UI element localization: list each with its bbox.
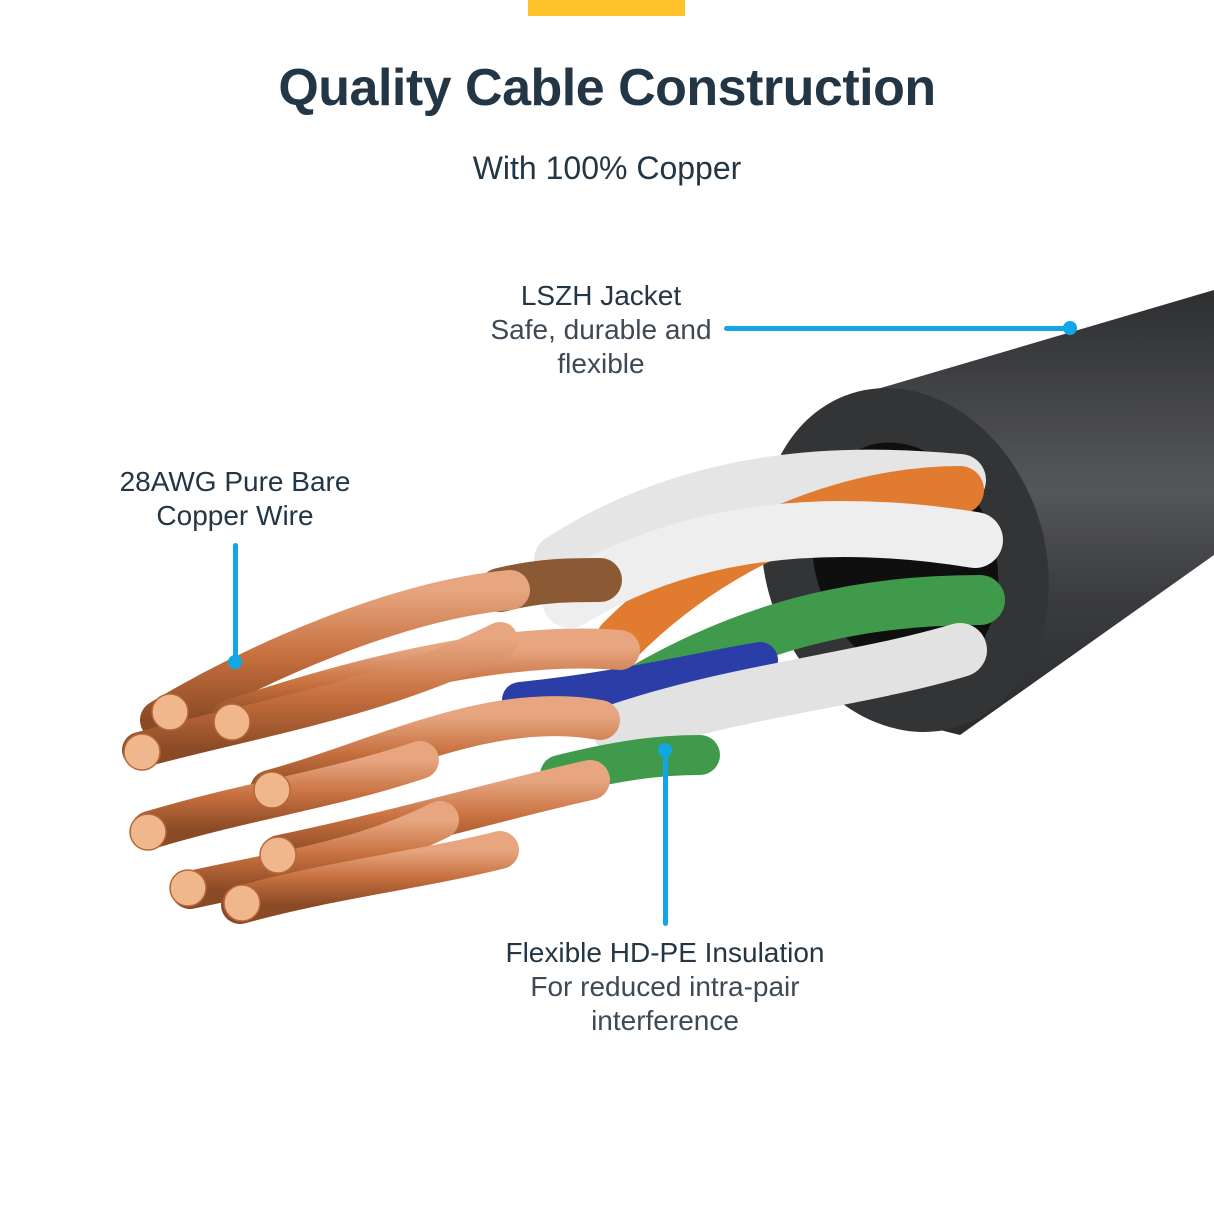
- jacket-title: LSZH Jacket: [520, 280, 682, 311]
- insulation-desc-line1: For reduced intra-pair: [530, 971, 800, 1002]
- copper-strands: [122, 570, 640, 924]
- insulation-desc-line2: interference: [591, 1005, 739, 1036]
- page-title: Quality Cable Construction: [278, 59, 936, 117]
- jacket-callout: LSZH Jacket Safe, durable and flexible: [470, 279, 732, 381]
- copper-ends: [123, 693, 297, 922]
- copper-callout-line: [233, 543, 238, 663]
- accent-bar: [528, 0, 685, 16]
- insulated-wires: [478, 449, 1005, 795]
- insulation-title: Flexible HD-PE Insulation: [505, 937, 825, 968]
- copper-title-line2: Copper Wire: [156, 500, 314, 531]
- copper-callout: 28AWG Pure Bare Copper Wire: [95, 465, 375, 533]
- jacket-callout-dot: [1063, 321, 1077, 335]
- page-subtitle: With 100% Copper: [472, 150, 742, 186]
- insulation-callout-line: [663, 750, 668, 926]
- jacket-callout-line: [724, 326, 1070, 331]
- jacket-desc-line2: flexible: [557, 348, 645, 379]
- copper-callout-dot: [228, 655, 242, 669]
- copper-title-line1: 28AWG Pure Bare: [119, 466, 351, 497]
- insulation-callout: Flexible HD-PE Insulation For reduced in…: [465, 936, 865, 1038]
- jacket-desc-line1: Safe, durable and: [490, 314, 712, 345]
